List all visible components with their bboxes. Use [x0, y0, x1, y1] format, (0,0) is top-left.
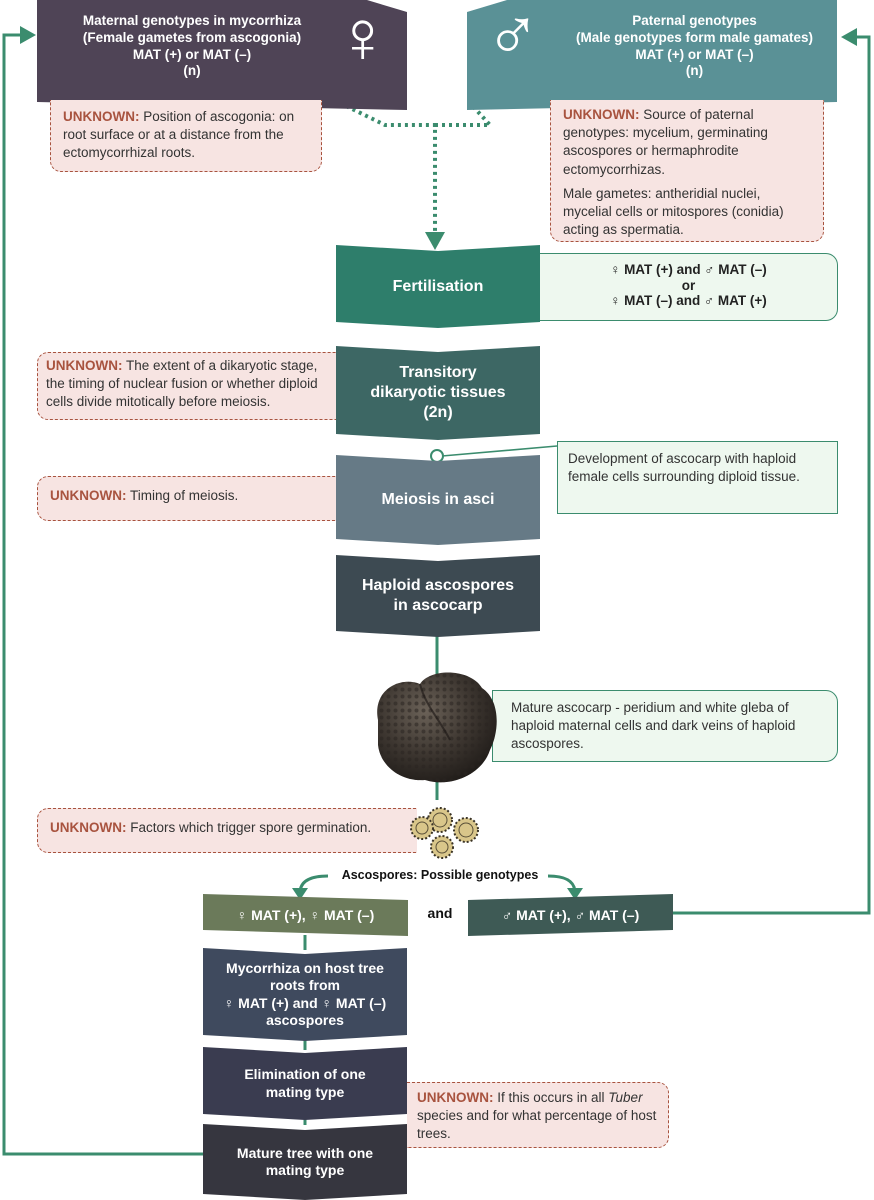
unknown-spore-germination: UNKNOWN: Factors which trigger spore ger… — [37, 808, 417, 853]
right-loop-arrowhead — [841, 28, 857, 46]
unknown-text: Position of ascogonia: on root surface o… — [63, 109, 295, 161]
dotted-connector — [339, 101, 495, 235]
unknown-text: The extent of a dikaryotic stage, the ti… — [46, 358, 318, 410]
ascocarp-dev-text: Development of ascocarp with haploid fem… — [568, 451, 800, 485]
fert-note-line-1: ♀ MAT (+) and ♂ MAT (–) — [610, 262, 767, 277]
meiosis-label: Meiosis in asci — [381, 491, 495, 508]
elimination-line-1: Elimination of one — [244, 1066, 366, 1082]
female-genotypes: ♀ MAT (+), ♀ MAT (–) — [203, 894, 408, 936]
unknown-label: UNKNOWN: — [50, 820, 127, 835]
mature-ascocarp-text: Mature ascocarp - peridium and white gle… — [511, 700, 796, 752]
mycorrhiza-line-3: ♀ MAT (+) and ♀ MAT (–) — [223, 994, 387, 1011]
maternal-line-3: MAT (+) or MAT (–) — [132, 46, 252, 62]
unknown-label: UNKNOWN: — [63, 109, 140, 124]
haploid-step: Haploid ascospores in ascocarp — [336, 555, 540, 637]
unknown-label: UNKNOWN: — [50, 488, 127, 503]
haploid-line-2: in ascocarp — [393, 597, 483, 614]
and-label: and — [427, 905, 453, 921]
genotypes-heading: Ascospores: Possible genotypes — [341, 868, 539, 882]
paternal-header: Paternal genotypes (Male genotypes form … — [467, 0, 837, 110]
unknown-label: UNKNOWN: — [417, 1090, 494, 1105]
mycorrhiza-line-4: ascospores — [266, 1012, 344, 1028]
maternal-line-1: Maternal genotypes in mycorrhiza — [82, 12, 302, 28]
fertilisation-label: Fertilisation — [392, 277, 484, 295]
right-loop-line — [672, 35, 871, 915]
unknown-ascogonia-position: UNKNOWN: Position of ascogonia: on root … — [50, 100, 322, 172]
elimination-step: Elimination of one mating type — [203, 1047, 407, 1120]
unknown-elimination-scope: UNKNOWN: If this occurs in all Tuber spe… — [407, 1082, 669, 1148]
maternal-header: Maternal genotypes in mycorrhiza (Female… — [37, 0, 407, 110]
mycorrhiza-step: Mycorrhiza on host tree roots from ♀ MAT… — [203, 948, 407, 1041]
haploid-line-1: Haploid ascospores — [361, 577, 515, 594]
male-genotypes: ♂ MAT (+), ♂ MAT (–) — [468, 894, 673, 936]
fert-note-line-3: ♀ MAT (–) and ♂ MAT (+) — [610, 293, 767, 309]
unknown-text-end: species and for what percentage of host … — [417, 1108, 657, 1142]
male-genotypes-label: ♂ MAT (+), ♂ MAT (–) — [501, 907, 640, 923]
mature-tree-line-2: mating type — [265, 1162, 345, 1178]
fertilisation-genotype-note: ♀ MAT (+) and ♂ MAT (–) or ♀ MAT (–) and… — [540, 253, 838, 321]
unknown-text: Source of paternal genotypes: mycelium, … — [563, 107, 768, 177]
dikaryotic-line-3: (2n) — [423, 404, 453, 421]
mycorrhiza-line-2: roots from — [270, 977, 340, 993]
unknown-text: If this occurs in all — [493, 1090, 609, 1105]
unknown-paternal-source: UNKNOWN: Source of paternal genotypes: m… — [550, 100, 824, 242]
mature-tree-step: Mature tree with one mating type — [203, 1124, 407, 1200]
paternal-line-4: (n) — [685, 63, 704, 79]
ascocarp-development-note: Development of ascocarp with haploid fem… — [557, 441, 838, 514]
fertilisation-step: Fertilisation — [336, 245, 540, 328]
unknown-dikaryotic-stage: UNKNOWN: The extent of a dikaryotic stag… — [37, 352, 336, 420]
dikaryotic-line-1: Transitory — [399, 364, 477, 381]
paternal-line-3: MAT (+) or MAT (–) — [635, 46, 754, 62]
maternal-line-2: (Female gametes from ascogonia) — [82, 29, 302, 45]
female-genotypes-label: ♀ MAT (+), ♀ MAT (–) — [236, 907, 375, 923]
male-symbol-icon: ♂ — [485, 0, 541, 76]
unknown-label: UNKNOWN: — [563, 107, 640, 122]
unknown-meiosis-timing: UNKNOWN: Timing of meiosis. — [37, 476, 336, 521]
meiosis-step: Meiosis in asci — [336, 455, 540, 545]
mycorrhiza-line-1: Mycorrhiza on host tree — [226, 959, 384, 976]
fert-note-line-2: or — [681, 277, 696, 293]
dikaryotic-step: Transitory dikaryotic tissues (2n) — [336, 346, 540, 440]
dotted-arrowhead — [425, 232, 445, 250]
dikaryotic-line-2: dikaryotic tissues — [370, 384, 506, 401]
paternal-line-1: Paternal genotypes — [632, 12, 757, 28]
unknown-label: UNKNOWN: — [46, 358, 123, 373]
mature-ascocarp-note: Mature ascocarp - peridium and white gle… — [492, 690, 838, 762]
left-loop-arrowhead — [20, 26, 36, 44]
unknown-text-2: Male gametes: antheridial nuclei, myceli… — [563, 185, 784, 238]
elimination-line-2: mating type — [265, 1083, 345, 1100]
female-symbol-icon: ♀ — [335, 0, 391, 78]
paternal-line-2: (Male genotypes form male gamates) — [575, 29, 814, 45]
unknown-text: Factors which trigger spore germination. — [126, 820, 372, 835]
unknown-italic: Tuber — [608, 1090, 643, 1105]
unknown-text: Timing of meiosis. — [126, 488, 239, 503]
mature-tree-line-1: Mature tree with one — [236, 1144, 374, 1161]
maternal-line-4: (n) — [183, 63, 201, 79]
